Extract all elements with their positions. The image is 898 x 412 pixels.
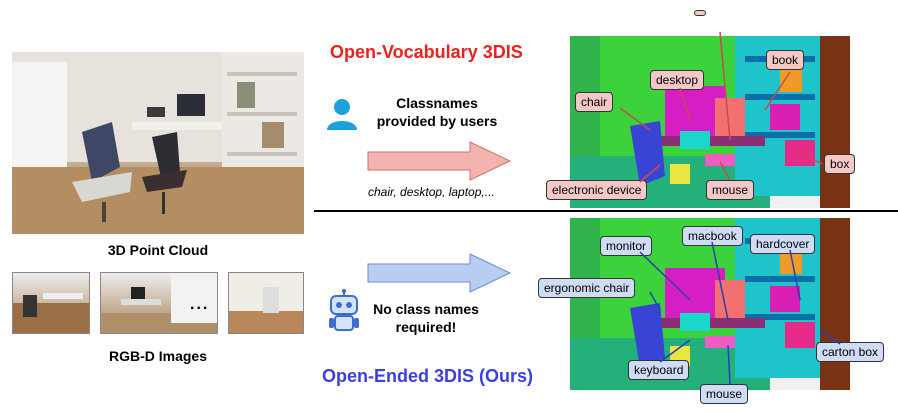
open-vocabulary-title: Open-Vocabulary 3DIS [330,42,523,62]
robot-text-line1: No class names [373,301,479,317]
tag-monitor: monitor [600,236,653,256]
tag-ergonomic-chair: ergonomic chair [538,278,636,298]
robot-icon [326,288,362,341]
ellipsis-text: ... [190,296,210,313]
point-cloud-scene [12,52,304,234]
tag-laptop-label [694,10,706,16]
rgbd-thumbnail-3 [228,272,304,334]
tag-mouse-top: mouse [706,180,755,200]
robot-text: No class names required! [366,300,486,336]
class-list-text: chair, desktop, laptop,... [368,185,495,199]
user-text-line1: Classnames [396,95,478,111]
tag-book: book [766,50,805,70]
user-text-line2: provided by users [376,113,498,129]
segmentation-top-image: laptop desktop book chair [570,36,850,208]
rgbd-thumbnail-2 [100,272,218,334]
tag-chair: chair [575,92,614,112]
tag-box: box [824,154,856,174]
user-icon [324,96,360,137]
tag-mouse-bottom: mouse [700,384,749,404]
tag-keyboard: keyboard [628,360,690,380]
user-text: Classnames provided by users [362,94,512,130]
section-divider [314,210,898,212]
tag-desktop: desktop [650,70,705,90]
point-cloud-image [12,52,304,234]
robot-text-line2: required! [395,319,457,335]
point-cloud-caption: 3D Point Cloud [107,242,209,258]
tag-electronic-device: electronic device [546,180,648,200]
red-arrow [366,140,512,187]
rgbd-thumbnail-1 [12,272,90,334]
rgbd-caption: RGB-D Images [108,348,208,364]
blue-arrow [366,252,512,299]
tag-carton-box: carton box [816,342,885,362]
tag-hardcover: hardcover [750,234,816,254]
open-ended-title: Open-Ended 3DIS (Ours) [322,366,534,386]
